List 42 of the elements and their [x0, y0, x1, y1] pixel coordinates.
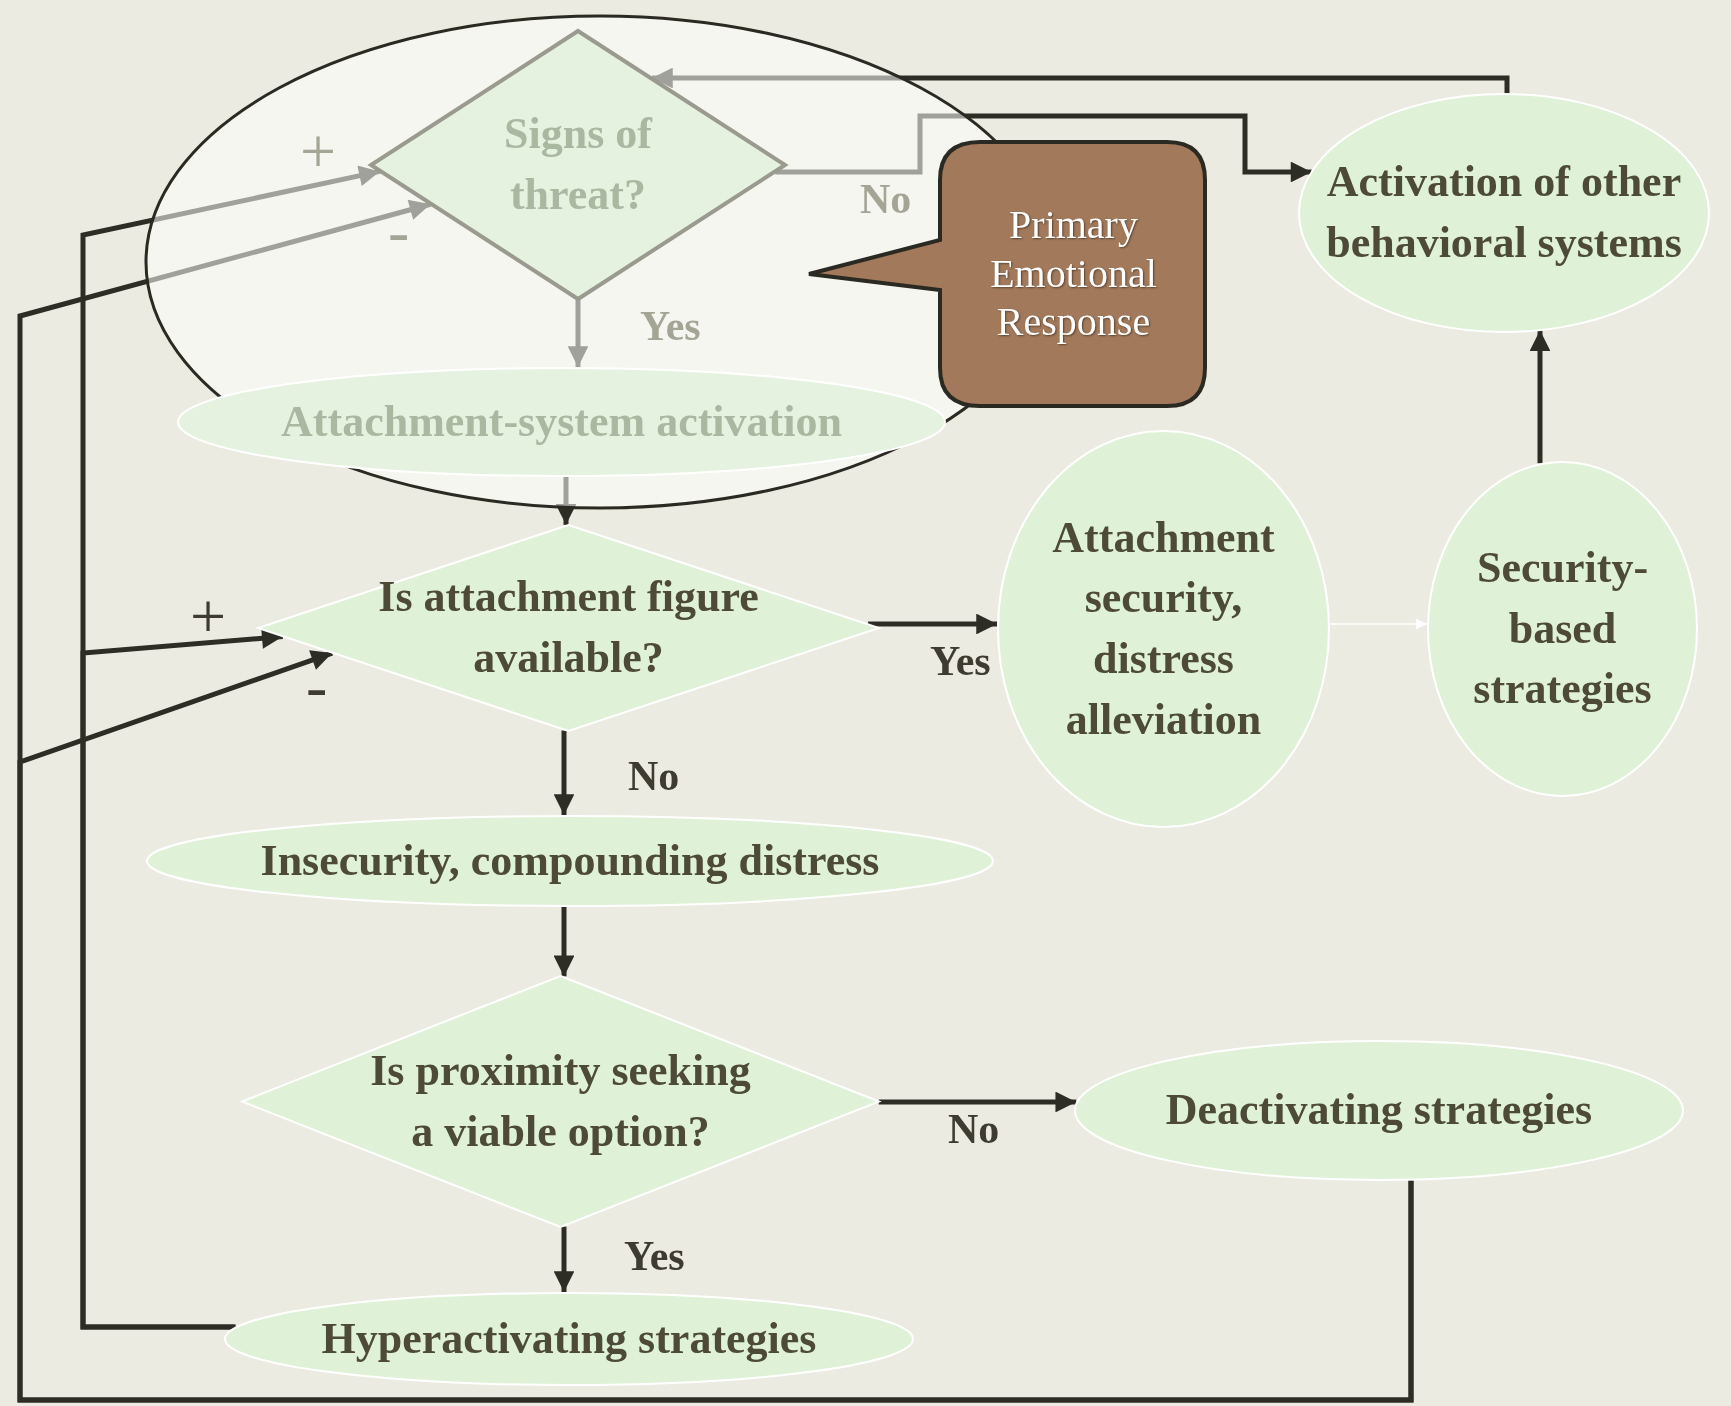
arrow — [775, 113, 1312, 183]
arrow — [555, 477, 577, 525]
edge-label: - — [306, 655, 328, 719]
arrow — [553, 907, 575, 977]
state-ellipse — [1427, 461, 1698, 797]
node-text: Attachment-system activation — [280, 395, 843, 448]
node-text: Hyperactivating strategies — [320, 1312, 818, 1365]
node-text: Is attachment figure available? — [377, 571, 760, 684]
edge-label: No — [860, 178, 912, 220]
node-text: Activation of other behavioral systems — [1325, 156, 1683, 269]
edge-label: No — [628, 755, 680, 797]
edge-label: Yes — [640, 305, 701, 347]
node-text: Deactivating strategies — [1164, 1084, 1594, 1137]
edge-label: - — [388, 200, 410, 264]
arrow — [651, 67, 1510, 94]
decision-diamond — [257, 524, 880, 732]
arrow — [17, 650, 1414, 1403]
edge-label: + — [190, 585, 227, 649]
arrow — [553, 730, 575, 815]
state-ellipse — [224, 1292, 914, 1386]
node-text: Signs of threat? — [503, 108, 654, 221]
node-text: Security-based strategies — [1472, 541, 1653, 716]
arrow — [868, 613, 998, 635]
edge-label: No — [948, 1108, 1000, 1150]
node-text: Is proximity seeking a viable option? — [369, 1044, 752, 1158]
edge-label: Yes — [930, 640, 991, 682]
state-ellipse — [177, 367, 946, 477]
edge-label: + — [300, 120, 337, 184]
state-ellipse — [146, 815, 994, 907]
arrow — [567, 300, 589, 368]
node-text: Attachment security, distress alleviation — [1051, 511, 1276, 746]
decision-diamond — [241, 975, 880, 1228]
edge-label: Yes — [624, 1235, 685, 1277]
node-text: Insecurity, compounding distress — [259, 834, 881, 887]
state-ellipse — [1074, 1040, 1684, 1181]
arrow — [553, 1226, 575, 1292]
decision-diamond — [370, 30, 786, 300]
arrow — [1529, 330, 1551, 464]
state-ellipse — [997, 430, 1330, 828]
arrow — [878, 1091, 1077, 1113]
arrow — [1329, 618, 1428, 630]
node-text: Primary Emotional Response — [989, 200, 1158, 347]
